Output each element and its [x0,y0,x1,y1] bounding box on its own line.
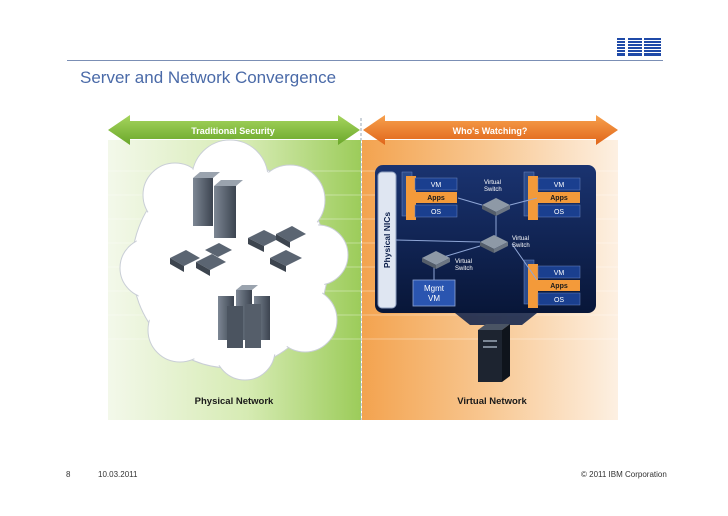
svg-text:Switch: Switch [484,187,502,193]
page-number: 8 [66,470,71,479]
right-banner-text: Who's Watching? [453,126,528,136]
server-rack-icon [193,172,243,238]
svg-text:OS: OS [554,209,564,216]
server-cluster-icon [218,285,270,348]
traditional-security-arrow [108,115,360,145]
svg-text:Virtual: Virtual [455,259,472,265]
whos-watching-arrow [363,115,618,145]
host-server-icon [478,324,510,382]
vm-stack: VM Apps OS [401,171,458,220]
virtual-switch-icon [422,251,450,269]
physical-network-caption: Physical Network [195,396,274,407]
ibm-logo [617,38,661,56]
page-title: Server and Network Convergence [80,68,337,87]
left-banner-text: Traditional Security [191,126,275,136]
svg-text:Apps: Apps [550,195,568,202]
svg-text:Virtual: Virtual [484,180,501,186]
svg-text:Apps: Apps [427,195,445,202]
svg-text:OS: OS [431,209,441,216]
footer-date: 10.03.2011 [98,470,138,479]
svg-text:VM: VM [554,182,565,189]
virtual-switch-icon [480,235,508,253]
virtual-network-caption: Virtual Network [457,396,527,407]
virtual-switch-icon [482,198,510,216]
svg-text:VM: VM [554,270,565,277]
vm-stack: VM Apps OS [523,259,581,308]
svg-text:Switch: Switch [512,243,530,249]
header-rule [67,60,663,61]
footer-copyright: © 2011 IBM Corporation [581,470,667,479]
vm-stack: VM Apps OS [523,171,581,220]
svg-text:Apps: Apps [550,283,568,290]
svg-text:Virtual: Virtual [512,236,529,242]
svg-text:OS: OS [554,297,564,304]
svg-text:Switch: Switch [455,266,473,272]
network-switch-icon [170,226,306,276]
svg-text:VM: VM [431,182,442,189]
svg-text:VM: VM [428,294,440,303]
physical-nics-label: Physical NICs [382,212,392,268]
svg-text:Mgmt: Mgmt [424,284,445,293]
mgmt-vm-box: Mgmt VM [412,279,456,307]
